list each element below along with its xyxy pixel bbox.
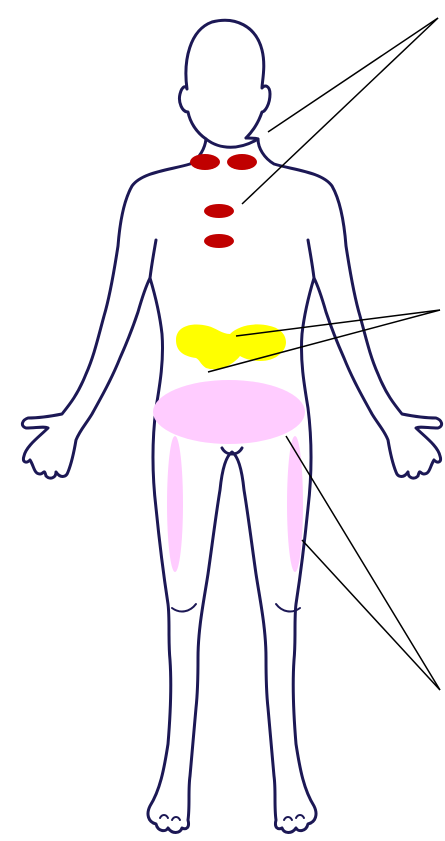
red-marker-mid-chest bbox=[204, 234, 234, 248]
right-armpit-line bbox=[308, 240, 314, 278]
red-marker-left-collar bbox=[190, 154, 220, 170]
left-toes bbox=[160, 815, 180, 820]
pink-regions bbox=[153, 380, 305, 572]
callout-line-neck-1 bbox=[268, 18, 438, 132]
pink-pelvis bbox=[153, 380, 305, 444]
red-markers bbox=[190, 154, 257, 248]
left-knee bbox=[172, 604, 196, 611]
right-toes bbox=[284, 815, 304, 820]
callout-line-abdomen-1 bbox=[236, 310, 440, 336]
head-outline bbox=[179, 20, 270, 139]
callout-line-neck-2 bbox=[242, 18, 438, 204]
callout-line-thigh bbox=[302, 540, 440, 690]
neck-crease bbox=[206, 139, 258, 147]
pink-right-thigh bbox=[287, 436, 303, 572]
red-marker-upper-chest bbox=[204, 204, 234, 218]
red-marker-right-collar bbox=[227, 154, 257, 170]
callout-line-pelvis bbox=[286, 436, 440, 690]
pink-left-thigh bbox=[167, 436, 183, 572]
left-armpit-line bbox=[150, 240, 156, 278]
